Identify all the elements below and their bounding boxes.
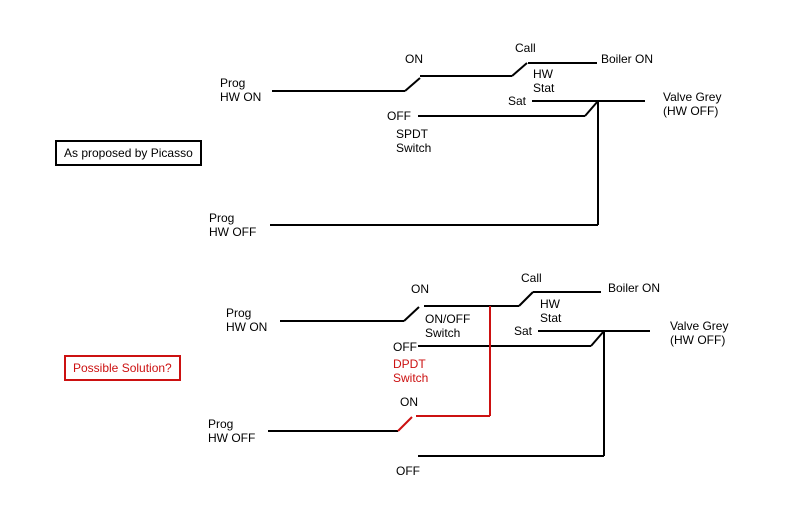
switch-off-lower-label: OFF	[396, 464, 420, 478]
hw-stat-label: HW Stat	[533, 67, 555, 95]
sat-label: Sat	[508, 94, 527, 108]
valve-label: Valve Grey (HW OFF)	[670, 319, 729, 347]
dpdt-lower-blade	[397, 416, 413, 432]
bottom-circuit	[268, 291, 650, 457]
prog-hw-on-label: Prog HW ON	[220, 76, 262, 104]
added-wiring	[397, 306, 491, 432]
dpdt-switch-label: DPDT Switch	[393, 357, 429, 385]
dpdt-upper-blade	[403, 306, 420, 322]
call-label: Call	[515, 41, 536, 55]
switch-on-upper-label: ON	[411, 282, 429, 296]
on-off-switch-label: ON/OFF Switch	[425, 312, 471, 340]
off-to-common-diagonal	[584, 100, 599, 117]
boiler-on-label: Boiler ON	[608, 281, 661, 295]
top-circuit	[270, 62, 645, 226]
prog-hw-off-label: Prog HW OFF	[209, 211, 257, 239]
prog-hw-on-label: Prog HW ON	[226, 306, 268, 334]
switch-off-label: OFF	[387, 109, 411, 123]
hw-stat-blade	[518, 291, 534, 307]
switch-on-label: ON	[405, 52, 423, 66]
solution-note: Possible Solution?	[64, 355, 181, 381]
call-label: Call	[521, 271, 542, 285]
proposal-note: As proposed by Picasso	[55, 140, 202, 166]
switch-off-upper-label: OFF	[393, 340, 417, 354]
spdt-switch-label: SPDT Switch	[396, 127, 432, 155]
boiler-on-label: Boiler ON	[601, 52, 654, 66]
hw-stat-label: HW Stat	[540, 297, 562, 325]
off-to-common-diagonal	[590, 330, 605, 347]
prog-hw-off-label: Prog HW OFF	[208, 417, 256, 445]
valve-label: Valve Grey (HW OFF)	[663, 90, 722, 118]
hw-stat-blade	[511, 62, 528, 77]
switch-on-lower-label: ON	[400, 395, 418, 409]
spdt-switch-blade	[404, 77, 421, 92]
sat-label: Sat	[514, 324, 533, 338]
